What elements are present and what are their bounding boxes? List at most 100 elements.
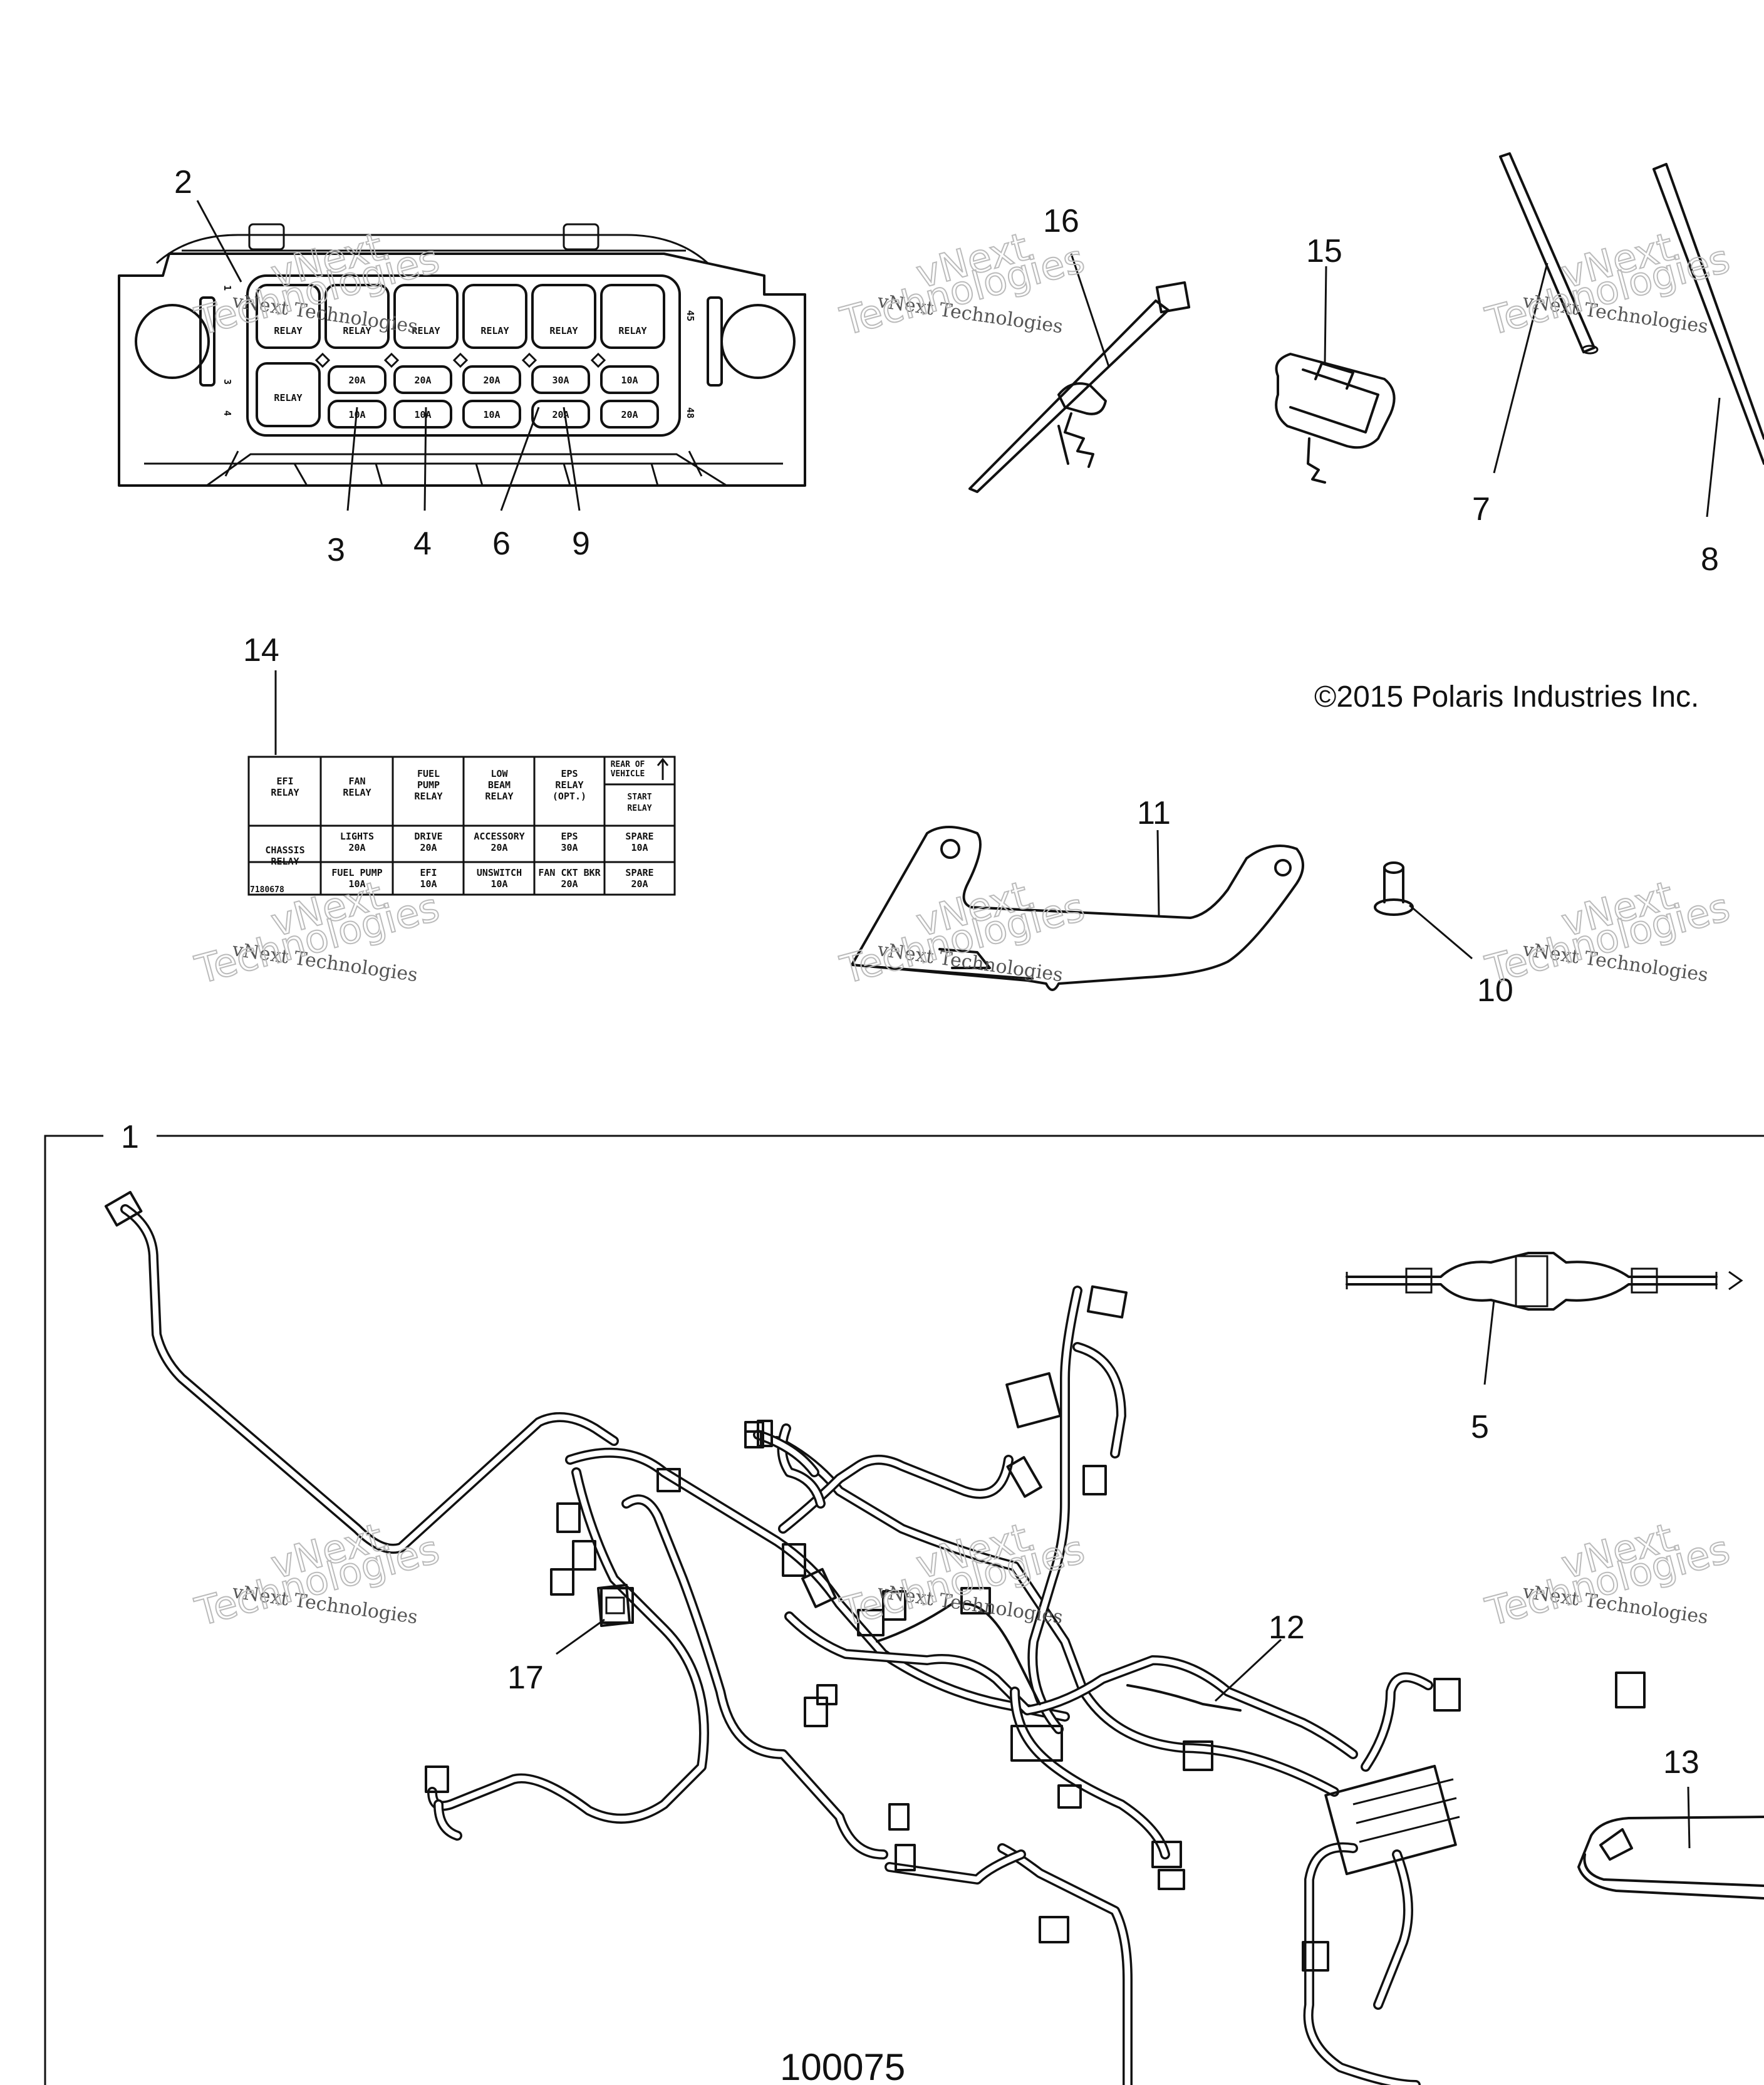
callout-3: 3 (327, 532, 345, 568)
label-cell-fuse: ACCESSORY (474, 831, 524, 842)
harness-wire-core (999, 1845, 1131, 2085)
relay-slot (462, 284, 527, 349)
label-cell-fuse: SPARE (625, 831, 653, 842)
label-part-code: 7180678 (250, 885, 284, 895)
rod-7 (1499, 152, 1599, 355)
branch-wire (876, 1603, 953, 1643)
label-cell-relay: RELAY (271, 787, 299, 798)
inline-fuse-holder (1346, 1252, 1743, 1311)
diagram-number: 100075 (780, 2046, 905, 2085)
fuse-slot-label: 10A (483, 409, 500, 420)
harness-wire-core (1012, 1688, 1168, 1858)
label-cell-relay: PUMP (417, 779, 440, 791)
label-cell-relay: RELAY (414, 791, 442, 802)
slot-stud (383, 352, 400, 368)
label-cell-fuse: 10A (348, 878, 365, 890)
harness-wire-core (886, 1851, 1024, 1883)
fuse-box-num-4: 4 (222, 410, 233, 416)
fuse-label: EFIRELAYFANRELAYFUELPUMPRELAYLOWBEAMRELA… (247, 756, 676, 896)
fuse-box-num-45: 45 (685, 310, 696, 321)
copyright: ©2015 Polaris Industries Inc. (1314, 680, 1699, 714)
label-cell-relay: BEAM (488, 779, 511, 791)
leader-lines (196, 200, 1721, 1849)
fuse-box-cover (1577, 1816, 1764, 1900)
label-cell-fuse: 10A (490, 878, 507, 890)
harness-wire (1303, 1842, 1421, 2085)
fuse-box-num-3: 3 (222, 379, 233, 385)
label-cell-fuse: SPARE (625, 867, 653, 878)
bracket (851, 826, 1304, 991)
callout-4: 4 (413, 526, 432, 562)
callout-8: 8 (1701, 541, 1719, 578)
callouts: 2 3 4 6 9 16 15 7 8 14 11 10 1 5 12 17 1… (121, 164, 1719, 2085)
harness-wire-core (623, 1496, 886, 1858)
relay-slot (393, 284, 459, 349)
fuse-slot (600, 365, 659, 394)
relay-slot-label: RELAY (618, 325, 646, 336)
rivet (1374, 861, 1414, 916)
label-cell-fuse: 10A (420, 878, 437, 890)
fuse-slot (393, 400, 452, 429)
fuse-slot-label: 20A (414, 375, 431, 386)
relay-slot (531, 284, 596, 349)
push-clip (1275, 353, 1396, 484)
relay-slot-label: RELAY (549, 325, 578, 336)
label-cell-fuse: EPS (561, 831, 578, 842)
harness-wire-core (122, 1206, 617, 1552)
relay-slot-label: RELAY (274, 325, 302, 336)
fuse-slot (328, 400, 387, 429)
callout-15: 15 (1306, 233, 1342, 269)
fuse-slot (531, 400, 590, 429)
label-cell-fuse: 30A (561, 842, 578, 853)
fuse-slot (531, 365, 590, 394)
label-cell-chassis: RELAY (271, 856, 299, 867)
label-cell-fuse: EFI (420, 867, 437, 878)
slot-stud (521, 352, 537, 368)
fuse-slot-label: 20A (483, 375, 500, 386)
label-cell-fuse: 20A (561, 878, 578, 890)
harness-wire-core (1362, 1674, 1431, 1770)
label-cell-fuse: LIGHTS (340, 831, 374, 842)
label-cell-start: START (627, 793, 651, 802)
relay-17 (597, 1584, 631, 1627)
callout-10: 10 (1477, 972, 1513, 1009)
harness-wire-core (1305, 1844, 1419, 2085)
harness-wire-core (1074, 1344, 1124, 1457)
harness-wire-core (1029, 1287, 1081, 1732)
relay-slot (324, 284, 390, 349)
branch-wire (963, 1603, 1041, 1705)
fuse-slot (393, 365, 452, 394)
callout-16: 16 (1043, 203, 1079, 239)
harness-wire (1072, 1342, 1126, 1458)
relay-slot (256, 362, 321, 427)
label-cell-fuse: 20A (420, 842, 437, 853)
relay-slot (256, 284, 321, 349)
label-cell-relay: EFI (276, 776, 293, 787)
relay-slot (600, 284, 665, 349)
label-cell-relay: (OPT.) (553, 791, 586, 802)
label-cell-rear: VEHICLE (611, 769, 645, 779)
fuse-slot-label: 20A (552, 409, 569, 420)
fuse-slot (328, 365, 387, 394)
label-cell-relay: FAN (348, 776, 365, 787)
fuse-box-num-1: 1 (222, 285, 233, 291)
callout-12: 12 (1269, 1609, 1305, 1646)
branch-wire (1126, 1684, 1242, 1712)
harness-wire-core (786, 1613, 1356, 1757)
wiring-harness (104, 1190, 1646, 2085)
harness-wire (120, 1204, 619, 1554)
label-cell-relay: RELAY (485, 791, 513, 802)
rod-8 (1652, 163, 1764, 465)
label-cell-fuse: DRIVE (414, 831, 442, 842)
fuse-box-num-48: 48 (685, 407, 696, 419)
fuse-slot (462, 400, 521, 429)
relay-slot-label: RELAY (274, 392, 302, 403)
callout-2: 2 (174, 164, 192, 200)
label-cell-relay: FUEL (417, 768, 440, 779)
callout-6: 6 (492, 526, 511, 562)
callout-14: 14 (243, 632, 279, 668)
fuse-slot-label: 10A (621, 375, 638, 386)
relay-slot-label: RELAY (412, 325, 440, 336)
relay-slot-label: RELAY (480, 325, 509, 336)
